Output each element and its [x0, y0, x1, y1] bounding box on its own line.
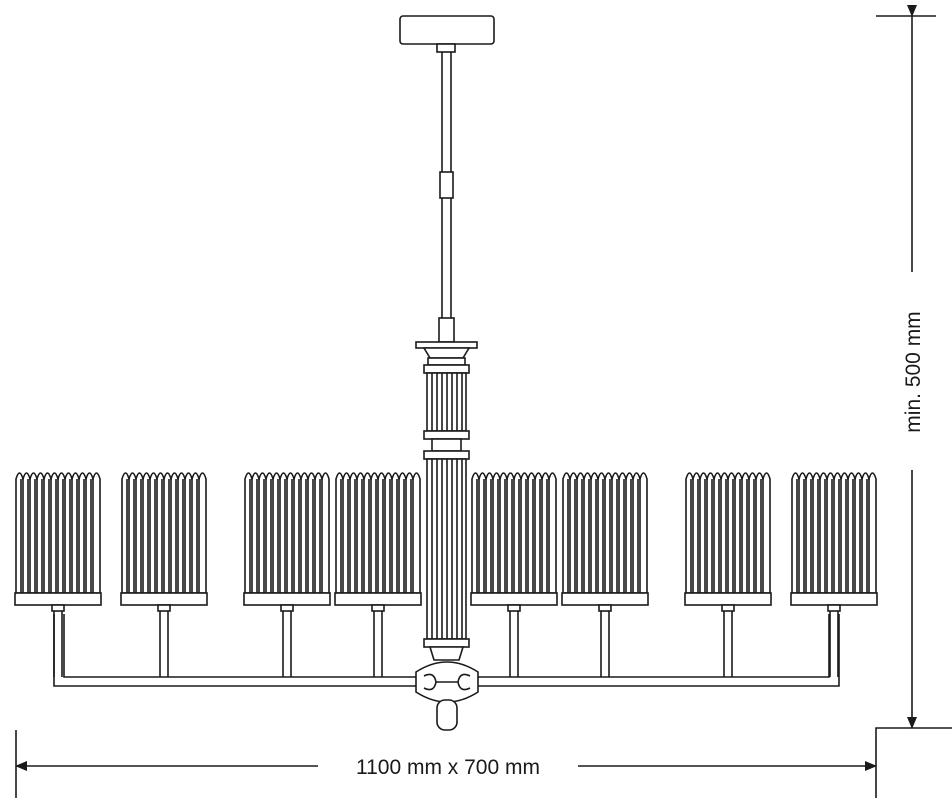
- ceiling-canopy: [399, 15, 495, 45]
- lamp-shade-5: [470, 472, 558, 677]
- width-dimension-label: 1100 mm x 700 mm: [356, 756, 540, 779]
- center-hub: [415, 661, 479, 731]
- lamp-shade-8: [790, 472, 878, 677]
- lamp-shades: [14, 472, 878, 677]
- lamp-shade-3: [243, 472, 331, 677]
- width-dimension-line: [15, 730, 877, 798]
- lamp-shade-2: [120, 472, 208, 677]
- lamp-shade-1: [14, 472, 102, 677]
- top-collar: [415, 341, 478, 374]
- upper-fluted-column: [423, 372, 470, 460]
- height-dimension-label: min. 500 mm: [902, 311, 925, 432]
- lamp-shade-6: [561, 472, 649, 677]
- lamp-shade-4: [334, 472, 422, 677]
- height-dimension-line: [875, 5, 952, 798]
- suspension-rod: [438, 52, 455, 343]
- lower-fluted-column: [423, 458, 470, 661]
- lamp-shade-7: [684, 472, 772, 677]
